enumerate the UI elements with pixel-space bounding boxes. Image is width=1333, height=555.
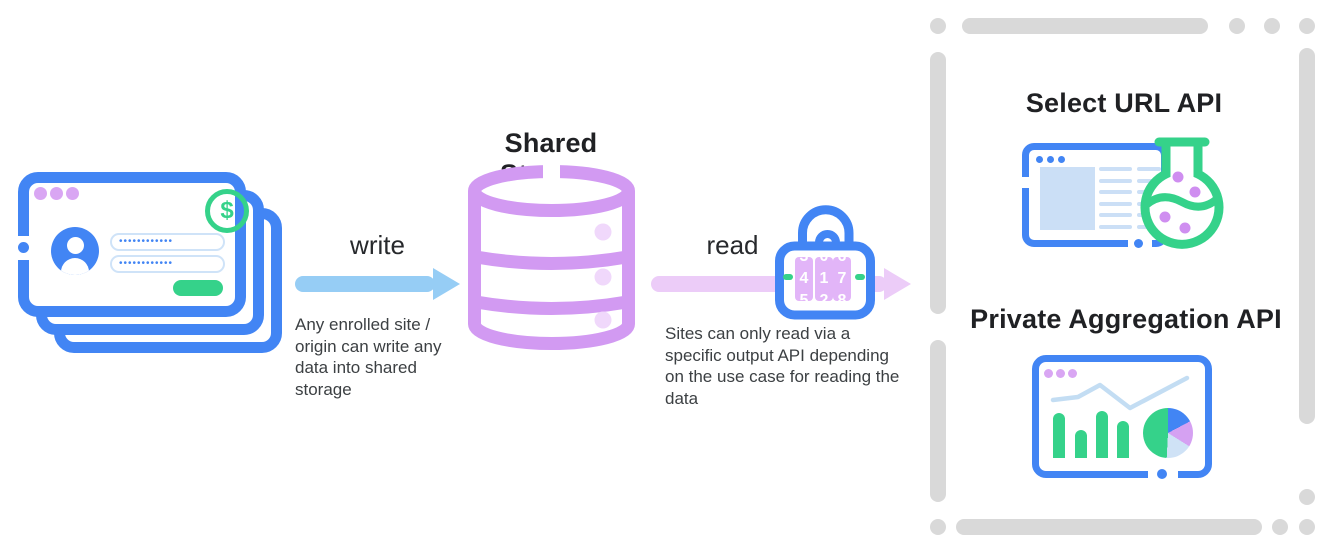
write-arrow bbox=[295, 276, 435, 292]
dollar-symbol: $ bbox=[220, 197, 234, 224]
border-break-dot bbox=[1134, 239, 1143, 248]
browser-charts-icon bbox=[1032, 355, 1212, 478]
dial-digit-above: 6 bbox=[833, 257, 851, 266]
dollar-icon: $ bbox=[205, 189, 249, 233]
bar-chart-bar bbox=[1117, 421, 1129, 458]
window-dot-icon bbox=[1068, 369, 1077, 378]
write-label: write bbox=[350, 230, 405, 260]
window-dot-icon bbox=[34, 187, 47, 200]
dial-digit-below: 2 bbox=[819, 292, 829, 301]
write-caption: Any enrolled site / origin can write any… bbox=[295, 315, 442, 399]
private-aggregation-api-title: Private Aggregation API bbox=[970, 304, 1282, 334]
window-dot-icon bbox=[50, 187, 63, 200]
bar-chart-bar bbox=[1096, 411, 1108, 458]
dial-digit-below: 8 bbox=[837, 292, 847, 301]
dial-dash-left bbox=[783, 274, 793, 280]
browser-window-front: $ •••••••••••• •••••••••••• bbox=[18, 172, 249, 317]
select-url-api-title: Select URL API bbox=[1025, 88, 1223, 118]
lock-dial[interactable]: 0 1 2 bbox=[815, 257, 833, 301]
combination-lock-icon: 3 4 5 0 1 2 6 7 8 bbox=[774, 202, 876, 320]
browser-flask-icon bbox=[1022, 143, 1168, 247]
flask-icon bbox=[1140, 137, 1224, 249]
read-caption: Sites can only read via a specific outpu… bbox=[665, 324, 900, 408]
bar-chart-bar bbox=[1053, 413, 1065, 458]
password-field[interactable]: •••••••••••• bbox=[110, 255, 225, 273]
line-chart-icon bbox=[1050, 375, 1190, 411]
border-break-dot bbox=[18, 242, 29, 253]
submit-button[interactable] bbox=[173, 280, 223, 296]
lock-dial[interactable]: 3 4 5 bbox=[795, 257, 813, 301]
dial-digit: 7 bbox=[837, 270, 847, 287]
window-dot-icon bbox=[66, 187, 79, 200]
avatar-body bbox=[61, 258, 89, 275]
window-dot-icon bbox=[1058, 156, 1065, 163]
pie-chart-icon bbox=[1143, 408, 1193, 458]
window-dot-icon bbox=[1036, 156, 1043, 163]
window-dot-icon bbox=[1056, 369, 1065, 378]
bar-chart-bar bbox=[1075, 430, 1087, 458]
password-dots: •••••••••••• bbox=[119, 258, 174, 269]
border-break bbox=[1022, 177, 1029, 188]
dial-dash-right bbox=[855, 274, 865, 280]
read-label: read bbox=[706, 230, 759, 260]
content-thumbnail bbox=[1040, 167, 1095, 230]
lock-dial[interactable]: 6 7 8 bbox=[833, 257, 851, 301]
password-dots: •••••••••••• bbox=[119, 236, 174, 247]
database-icon bbox=[468, 165, 635, 350]
enrolled-sites-icon: $ •••••••••••• •••••••••••• bbox=[18, 172, 284, 354]
dial-digit-above: 0 bbox=[815, 257, 833, 266]
avatar-head bbox=[66, 237, 84, 254]
window-dot-icon bbox=[1047, 156, 1054, 163]
read-arrow-head bbox=[884, 268, 911, 300]
dial-digit-below: 5 bbox=[799, 292, 809, 301]
avatar bbox=[51, 227, 99, 275]
dial-digit: 1 bbox=[819, 270, 829, 287]
window-dot-icon bbox=[1044, 369, 1053, 378]
dial-digit: 4 bbox=[799, 270, 809, 287]
password-field[interactable]: •••••••••••• bbox=[110, 233, 225, 251]
write-arrow-head bbox=[433, 268, 460, 300]
border-break-dot bbox=[1157, 469, 1167, 479]
dial-digit-above: 3 bbox=[795, 257, 813, 266]
